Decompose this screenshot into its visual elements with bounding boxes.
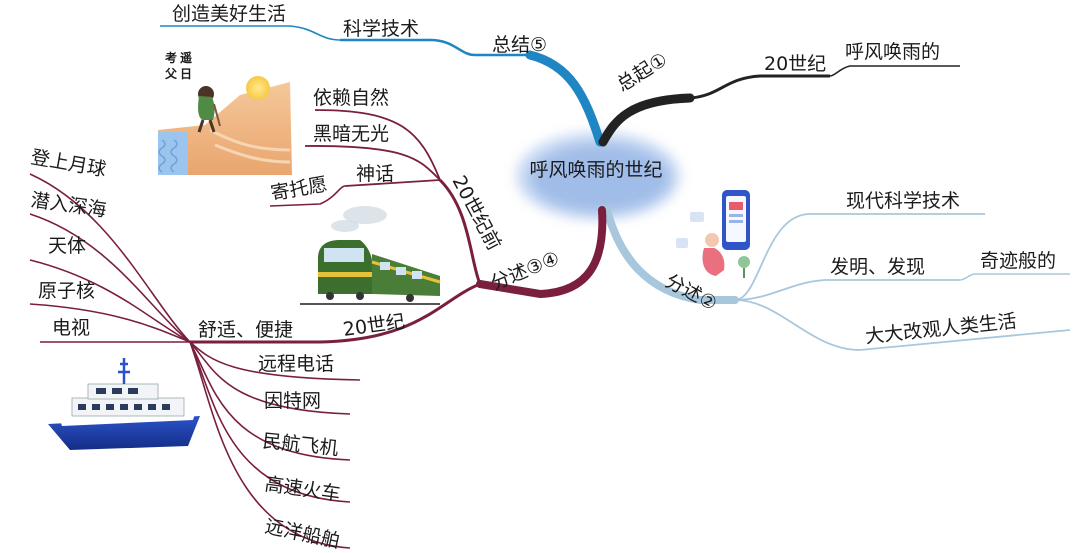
century-label: 20世纪 xyxy=(342,311,407,341)
phone-medical-icon xyxy=(676,190,750,278)
summary-label: 总结⑤ xyxy=(492,34,547,56)
detail-right-child-2: 发明、发现 xyxy=(830,256,925,278)
stamp-char-3: 父 xyxy=(164,67,178,81)
stamp-char-4: 日 xyxy=(180,67,192,81)
before-label: 20世纪前 xyxy=(448,172,506,254)
century-left-item-4: 原子核 xyxy=(38,280,95,302)
branch-detail-right: 分述② 现代科学技术 发明、发现 奇迹般的 大大改观人类生活 xyxy=(603,190,1071,351)
before-item-2: 黑暗无光 xyxy=(313,123,389,145)
summary-child: 科学技术 xyxy=(343,18,419,40)
before-myth-child: 寄托愿 xyxy=(269,173,329,205)
intro-child: 20世纪 xyxy=(764,53,826,75)
century-left-item-5: 电视 xyxy=(52,317,90,339)
intro-label: 总起① xyxy=(613,48,671,96)
century-hub: 舒适、便捷 xyxy=(198,319,293,341)
century-left-item-1: 登上月球 xyxy=(29,146,108,181)
center-node: 呼风唤雨的世纪 xyxy=(516,132,680,220)
detail-right-extra: 奇迹般的 xyxy=(980,250,1056,272)
branch-detail-left: 分述③④ 20世纪前 依赖自然 黑暗无光 神话 寄托愿 20世纪 舒适、便捷 登… xyxy=(29,87,607,553)
century-right-item-5: 远洋船舶 xyxy=(263,515,342,552)
ship-icon xyxy=(48,358,200,450)
century-left-item-2: 潜入深海 xyxy=(29,189,107,221)
branch-summary: 总结⑤ 科学技术 创造美好生活 xyxy=(160,3,605,147)
before-myth: 神话 xyxy=(356,163,394,185)
century-right-item-3: 民航飞机 xyxy=(261,430,339,460)
century-right-item-4: 高速火车 xyxy=(263,473,341,505)
before-item-1: 依赖自然 xyxy=(313,87,389,109)
detail-right-child-1: 现代科学技术 xyxy=(846,190,960,212)
stamp-char-1: 考 xyxy=(165,50,177,65)
detail-right-label: 分述② xyxy=(662,270,721,315)
century-right-item-2: 因特网 xyxy=(264,390,321,412)
person-walking-icon: 考 遥 父 日 xyxy=(158,50,292,175)
stamp-char-2: 遥 xyxy=(180,50,192,65)
center-label: 呼风唤雨的世纪 xyxy=(529,159,662,181)
century-right-item-1: 远程电话 xyxy=(258,353,334,375)
train-icon xyxy=(300,206,441,305)
century-left-item-3: 天体 xyxy=(48,235,86,257)
intro-grandchild: 呼风唤雨的 xyxy=(845,41,940,63)
branch-intro: 总起① 20世纪 呼风唤雨的 xyxy=(598,41,960,147)
summary-grandchild: 创造美好生活 xyxy=(172,3,286,25)
